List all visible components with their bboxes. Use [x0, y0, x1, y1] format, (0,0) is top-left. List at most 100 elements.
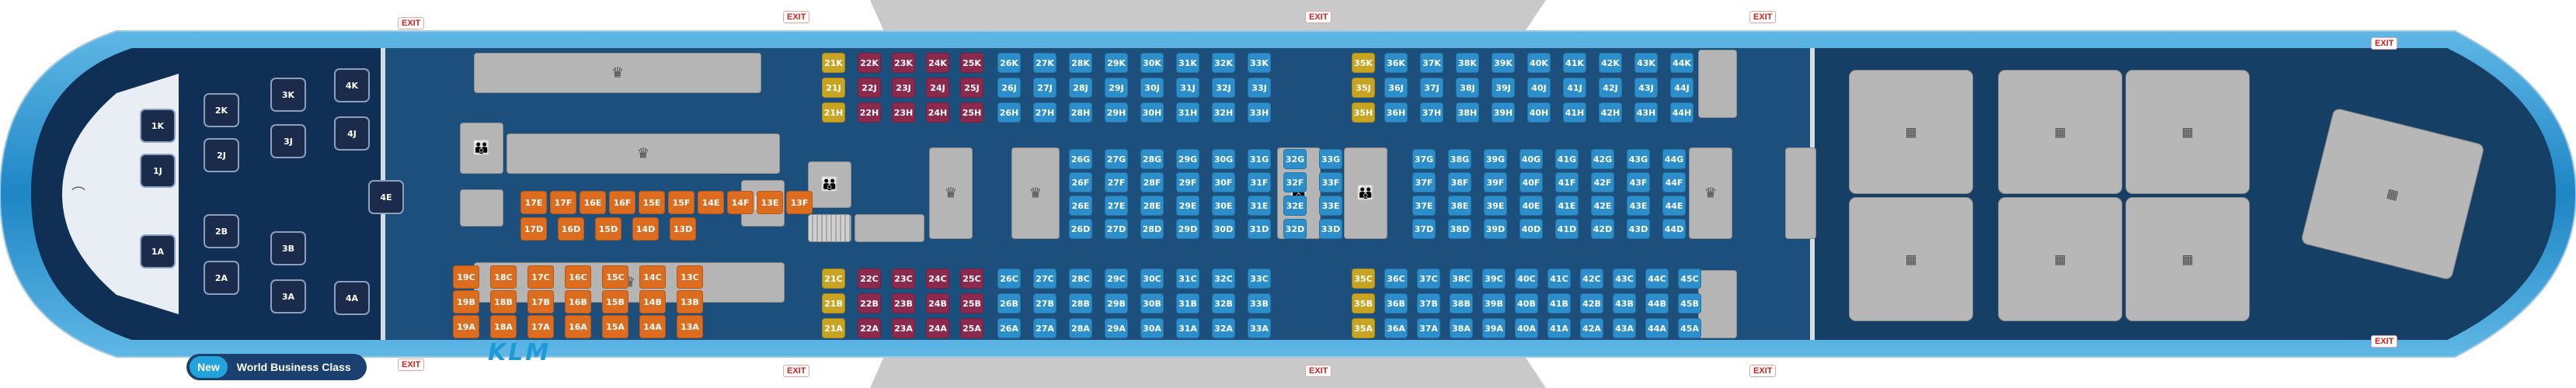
- seat-14E[interactable]: 14E: [698, 191, 724, 214]
- seat-3A[interactable]: 3A: [270, 279, 306, 314]
- seat-15E[interactable]: 15E: [639, 191, 665, 214]
- seat-42K[interactable]: 42K: [1599, 53, 1622, 73]
- seat-33G[interactable]: 33G: [1319, 149, 1342, 169]
- seat-40H[interactable]: 40H: [1527, 102, 1551, 123]
- seat-16A[interactable]: 16A: [565, 315, 591, 338]
- seat-16F[interactable]: 16F: [609, 191, 635, 214]
- seat-16B[interactable]: 16B: [565, 290, 591, 314]
- seat-41E[interactable]: 41E: [1555, 196, 1579, 216]
- seat-33B[interactable]: 33B: [1248, 293, 1271, 314]
- seat-17B[interactable]: 17B: [527, 290, 554, 314]
- seat-13C[interactable]: 13C: [677, 265, 703, 289]
- seat-22B[interactable]: 22B: [858, 293, 881, 314]
- seat-35B[interactable]: 35B: [1352, 293, 1375, 314]
- seat-44E[interactable]: 44E: [1662, 196, 1686, 216]
- seat-42J[interactable]: 42J: [1599, 78, 1622, 98]
- seat-33K[interactable]: 33K: [1248, 53, 1271, 73]
- seat-28A[interactable]: 28A: [1069, 318, 1092, 338]
- seat-28C[interactable]: 28C: [1069, 268, 1092, 289]
- seat-39A[interactable]: 39A: [1482, 318, 1506, 338]
- seat-13D[interactable]: 13D: [670, 217, 696, 241]
- seat-26G[interactable]: 26G: [1069, 149, 1092, 169]
- seat-30C[interactable]: 30C: [1140, 268, 1164, 289]
- seat-43G[interactable]: 43G: [1627, 149, 1650, 169]
- seat-32J[interactable]: 32J: [1212, 78, 1235, 98]
- seat-29D[interactable]: 29D: [1176, 219, 1199, 239]
- seat-42H[interactable]: 42H: [1599, 102, 1622, 123]
- seat-17C[interactable]: 17C: [527, 265, 554, 289]
- seat-13E[interactable]: 13E: [757, 191, 783, 214]
- seat-23J[interactable]: 23J: [892, 78, 915, 98]
- seat-37F[interactable]: 37F: [1412, 172, 1436, 192]
- seat-44F[interactable]: 44F: [1662, 172, 1686, 192]
- seat-43A[interactable]: 43A: [1613, 318, 1636, 338]
- seat-44J[interactable]: 44J: [1670, 78, 1694, 98]
- seat-42C[interactable]: 42C: [1580, 268, 1603, 289]
- seat-21B[interactable]: 21B: [822, 293, 845, 314]
- seat-35H[interactable]: 35H: [1352, 102, 1375, 123]
- seat-35J[interactable]: 35J: [1352, 78, 1375, 98]
- seat-45B[interactable]: 45B: [1678, 293, 1701, 314]
- seat-28D[interactable]: 28D: [1140, 219, 1164, 239]
- seat-37G[interactable]: 37G: [1412, 149, 1436, 169]
- seat-19B[interactable]: 19B: [453, 290, 479, 314]
- seat-36J[interactable]: 36J: [1384, 78, 1408, 98]
- seat-30K[interactable]: 30K: [1140, 53, 1164, 73]
- seat-42F[interactable]: 42F: [1591, 172, 1614, 192]
- seat-41K[interactable]: 41K: [1563, 53, 1586, 73]
- seat-39C[interactable]: 39C: [1482, 268, 1506, 289]
- seat-21J[interactable]: 21J: [822, 78, 845, 98]
- seat-37H[interactable]: 37H: [1420, 102, 1443, 123]
- seat-21H[interactable]: 21H: [822, 102, 845, 123]
- seat-32C[interactable]: 32C: [1212, 268, 1235, 289]
- seat-35A[interactable]: 35A: [1352, 318, 1375, 338]
- seat-32D[interactable]: 32D: [1283, 219, 1307, 239]
- seat-32B[interactable]: 32B: [1212, 293, 1235, 314]
- seat-2J[interactable]: 2J: [204, 138, 239, 172]
- seat-30B[interactable]: 30B: [1140, 293, 1164, 314]
- seat-15F[interactable]: 15F: [668, 191, 694, 214]
- seat-18A[interactable]: 18A: [490, 315, 517, 338]
- seat-32G[interactable]: 32G: [1283, 149, 1307, 169]
- seat-14C[interactable]: 14C: [639, 265, 666, 289]
- seat-37B[interactable]: 37B: [1417, 293, 1440, 314]
- seat-27A[interactable]: 27A: [1033, 318, 1057, 338]
- seat-40D[interactable]: 40D: [1519, 219, 1543, 239]
- seat-22A[interactable]: 22A: [858, 318, 881, 338]
- seat-25A[interactable]: 25A: [960, 318, 983, 338]
- seat-26J[interactable]: 26J: [997, 78, 1021, 98]
- seat-38B[interactable]: 38B: [1450, 293, 1473, 314]
- seat-21K[interactable]: 21K: [822, 53, 845, 73]
- seat-13F[interactable]: 13F: [786, 191, 813, 214]
- seat-43B[interactable]: 43B: [1613, 293, 1636, 314]
- seat-29A[interactable]: 29A: [1105, 318, 1128, 338]
- seat-45A[interactable]: 45A: [1678, 318, 1701, 338]
- seat-33A[interactable]: 33A: [1248, 318, 1271, 338]
- seat-37C[interactable]: 37C: [1417, 268, 1440, 289]
- seat-21C[interactable]: 21C: [822, 268, 845, 289]
- seat-2A[interactable]: 2A: [204, 261, 239, 295]
- seat-32F[interactable]: 32F: [1283, 172, 1307, 192]
- seat-19C[interactable]: 19C: [453, 265, 479, 289]
- seat-44A[interactable]: 44A: [1645, 318, 1669, 338]
- seat-32E[interactable]: 32E: [1283, 196, 1307, 216]
- seat-41A[interactable]: 41A: [1547, 318, 1571, 338]
- seat-40F[interactable]: 40F: [1519, 172, 1543, 192]
- seat-26A[interactable]: 26A: [997, 318, 1021, 338]
- seat-24C[interactable]: 24C: [926, 268, 949, 289]
- seat-13A[interactable]: 13A: [677, 315, 703, 338]
- seat-24B[interactable]: 24B: [926, 293, 949, 314]
- seat-16C[interactable]: 16C: [565, 265, 591, 289]
- seat-22J[interactable]: 22J: [858, 78, 881, 98]
- seat-41B[interactable]: 41B: [1547, 293, 1571, 314]
- seat-4A[interactable]: 4A: [334, 281, 370, 315]
- seat-17D[interactable]: 17D: [520, 217, 547, 241]
- seat-27E[interactable]: 27E: [1105, 196, 1128, 216]
- seat-24H[interactable]: 24H: [926, 102, 949, 123]
- seat-22K[interactable]: 22K: [858, 53, 881, 73]
- seat-30J[interactable]: 30J: [1140, 78, 1164, 98]
- seat-27D[interactable]: 27D: [1105, 219, 1128, 239]
- seat-31A[interactable]: 31A: [1176, 318, 1199, 338]
- seat-40C[interactable]: 40C: [1515, 268, 1538, 289]
- seat-41D[interactable]: 41D: [1555, 219, 1579, 239]
